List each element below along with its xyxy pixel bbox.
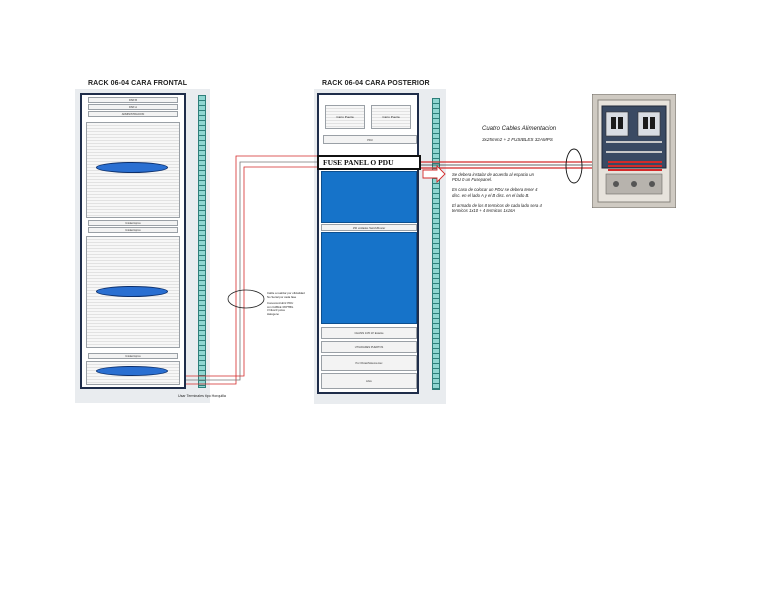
rear-top-left-panel	[325, 105, 365, 129]
front-bottom-ellipse	[96, 366, 168, 376]
front-patch-column	[198, 95, 206, 388]
front-slot-admin: ADMINISTRACION	[88, 111, 178, 117]
note-line-5: disc. en el lado A y el B disc. en el la…	[452, 192, 530, 198]
callout-line-4: Conexion/cubrir PDU	[267, 301, 294, 306]
note-line-2: PDU 0 un Fusepanel.	[452, 177, 493, 183]
rear-rack-title: RACK 06-04 CARA POSTERIOR	[322, 80, 430, 87]
rear-slot-chasis: CHASIS 1/35 10' Estante	[321, 327, 417, 339]
callout-line-2: No Serial por cada fase	[267, 294, 297, 299]
front-upper-ellipse	[96, 162, 168, 173]
front-cable-callout-ellipse	[227, 289, 265, 309]
note-line-4: En caso de colocar un PDU se debera tene…	[452, 187, 538, 193]
front-bottom-slot: Unidad Aprox	[88, 353, 178, 359]
rear-top-right-panel	[371, 105, 411, 129]
front-slot-dspa: DSP-A	[88, 104, 178, 110]
distribution-panel-photo	[592, 94, 676, 208]
rear-slot-utilidades: UTILIDADES PUERTOS	[321, 341, 417, 353]
note-line-7: El armado de los 8 termicos de cada lado…	[452, 202, 542, 208]
installation-notes: Se debera instalar de acuerdo al espacio…	[452, 172, 572, 213]
cable-label-subtitle: 3x25mm2 + 2 FUSIBLES 32AMPS	[482, 137, 553, 142]
front-slot-dspb: DSP-B	[88, 97, 178, 103]
cable-label-title: Cuatro Cables Alimentacion	[482, 126, 557, 132]
rear-top-right-label: Carro Puerta	[382, 115, 400, 119]
rear-upper-equipment	[321, 171, 417, 223]
callout-line-5: con CABLE 3XPTBG	[267, 304, 294, 309]
rear-slot-libre: Libre	[321, 373, 417, 389]
rear-rack-frame: Carro Puerta Carro Puerta PDU 150 unidad…	[317, 93, 419, 394]
rear-patch-column	[432, 98, 440, 390]
note-line-8: termicos 1x10 + 4 termicos 1x16A	[452, 208, 516, 214]
rear-mid-label: 150 unidades Switch/Router	[321, 224, 417, 231]
front-rack-title: RACK 06-04 CARA FRONTAL	[88, 80, 188, 87]
rear-pdu-strip: PDU	[323, 135, 417, 144]
front-caption: Usar Terminales tipo Horquilla	[178, 394, 226, 398]
callout-line-1: Cable a realizar por oficialidad	[267, 291, 305, 295]
callout-line-6: 3 hilos/3 polos	[267, 308, 285, 313]
front-callout-text: Cable a realizar por oficialidad No Seri…	[267, 291, 327, 317]
callout-line-7: Halogeno	[267, 311, 279, 316]
front-rack-frame: DSP-B DSP-A ADMINISTRACION Unidad Aprox …	[80, 93, 186, 389]
rear-lower-equipment	[321, 232, 417, 324]
front-mid-slot-1: Unidad Aprox	[88, 220, 178, 226]
rear-top-left-label: Carro Puerta	[336, 115, 354, 119]
note-line-1: Se debera instalar de acuerdo al espacio…	[452, 172, 534, 177]
rear-slot-obras: Por Obras/Sistema Aux	[321, 355, 417, 371]
fuse-panel-label: FUSE PANEL O PDU	[317, 155, 421, 170]
front-mid-slot-2: Unidad Aprox	[88, 227, 178, 233]
front-lower-ellipse	[96, 286, 168, 297]
